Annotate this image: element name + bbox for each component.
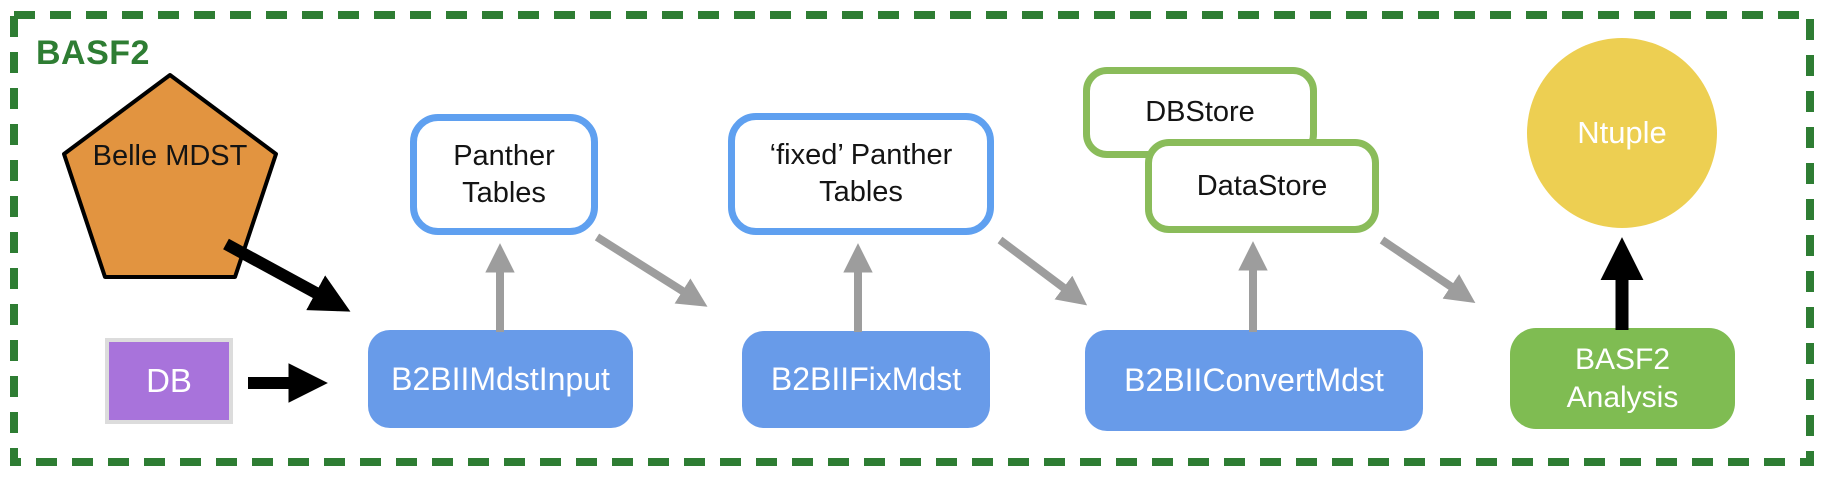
db-label: DB	[146, 362, 192, 399]
node-datastore: DataStore	[1145, 139, 1379, 233]
node-basf2-analysis: BASF2 Analysis	[1510, 328, 1735, 429]
dbstore-label: DBStore	[1145, 96, 1255, 128]
pentagon-polygon	[62, 73, 278, 279]
ntuple-label: Ntuple	[1577, 115, 1667, 150]
node-ntuple: Ntuple	[1527, 38, 1717, 228]
node-panther-tables: Panther Tables	[410, 114, 598, 235]
node-fixed-panther-tables: ‘fixed’ Panther Tables	[728, 113, 994, 235]
belle-mdst-label-line2: MDST	[165, 140, 248, 172]
node-b2bii-mdst-input: B2BIIMdstInput	[368, 330, 633, 428]
b2bii-fix-mdst-label: B2BIIFixMdst	[770, 361, 962, 397]
belle-mdst-label-line1: Belle	[92, 140, 158, 172]
frame-title: BASF2	[36, 34, 150, 72]
b2bii-mdst-input-label: B2BIIMdstInput	[391, 360, 610, 397]
node-b2bii-fix-mdst: B2BIIFixMdst	[742, 331, 990, 428]
arrow-panther-tables-to-fix-mdst	[594, 233, 708, 307]
fixed-panther-tables-label-line2: Tables	[819, 176, 903, 208]
b2bii-convert-mdst-label: B2BIIConvertMdst	[1124, 362, 1384, 398]
node-b2bii-convert-mdst: B2BIIConvertMdst	[1085, 330, 1423, 431]
belle-mdst-label: Belle MDST	[60, 137, 280, 175]
arrow-datastore-to-analysis	[1379, 236, 1476, 303]
arrow-fixed-panther-tables-to-convert-mdst	[997, 236, 1088, 306]
datastore-label: DataStore	[1196, 169, 1328, 202]
fixed-panther-tables-label-line1: ‘fixed’ Panther	[769, 139, 953, 171]
basf2-analysis-label-line2: Analysis	[1566, 380, 1679, 414]
pentagon-shape	[62, 73, 278, 279]
panther-tables-label-line2: Tables	[462, 176, 546, 209]
panther-tables-label-line1: Panther	[453, 139, 555, 172]
node-belle-mdst: Belle MDST	[60, 71, 280, 281]
node-db: DB	[105, 338, 233, 424]
basf2-analysis-label-line1: BASF2	[1574, 342, 1671, 376]
